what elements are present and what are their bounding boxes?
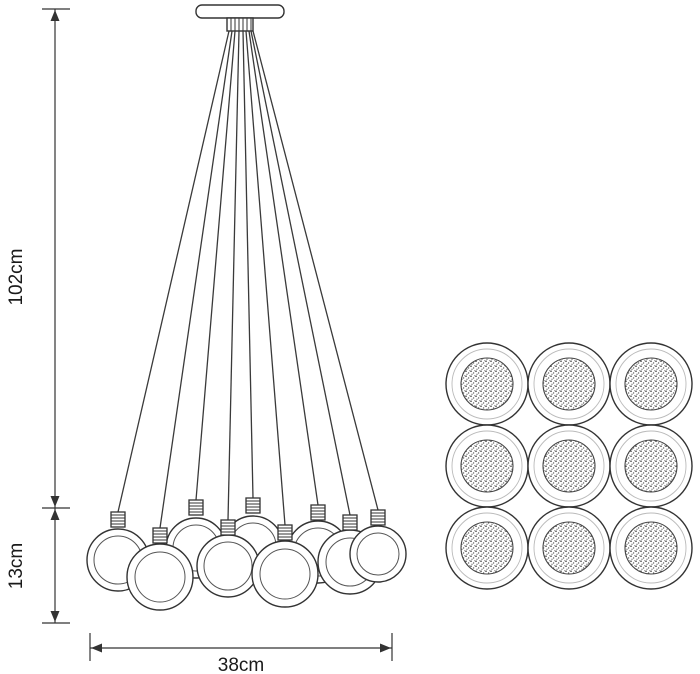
bulb-socket xyxy=(220,519,236,536)
bulb xyxy=(126,527,194,611)
cord xyxy=(227,30,240,521)
cluster-height-label: 13cm xyxy=(6,543,27,589)
top-view-bulb xyxy=(445,506,529,590)
bulb-socket xyxy=(245,497,261,514)
ceiling-mount xyxy=(195,4,285,32)
cord xyxy=(250,30,351,516)
cord xyxy=(242,30,254,499)
bulb-socket xyxy=(342,514,358,531)
top-view-grid xyxy=(445,342,693,590)
top-view-bulb xyxy=(609,424,693,508)
top-view-bulb xyxy=(445,342,529,426)
dim-arrowheads xyxy=(50,10,60,622)
width-dimension xyxy=(89,633,393,661)
cord xyxy=(159,30,233,529)
cord xyxy=(195,30,236,501)
cord xyxy=(248,30,319,506)
dim-arrowheads xyxy=(91,643,391,653)
top-view-bulb xyxy=(609,506,693,590)
cord-grip-lines xyxy=(230,18,252,31)
bulb xyxy=(349,509,407,583)
bulb-socket xyxy=(310,504,326,521)
height-label: 102cm xyxy=(6,248,27,305)
ceiling-plate xyxy=(195,4,285,19)
top-view-bulb xyxy=(527,506,611,590)
bulb-socket xyxy=(188,499,204,516)
top-view-bulb xyxy=(609,342,693,426)
bulb-socket xyxy=(370,509,386,526)
cord xyxy=(245,30,286,526)
bulb xyxy=(196,519,260,598)
top-view-bulb xyxy=(527,424,611,508)
bulb xyxy=(251,524,319,608)
top-view-bulb xyxy=(445,424,529,508)
height-dimension xyxy=(42,8,70,624)
cord xyxy=(117,30,230,513)
bulb-socket xyxy=(277,524,293,541)
top-view-bulb xyxy=(527,342,611,426)
suspension-cords xyxy=(117,30,379,529)
width-label: 38cm xyxy=(218,655,264,674)
cord xyxy=(252,30,379,511)
bulb-socket xyxy=(152,527,168,544)
bulb-socket xyxy=(110,511,126,528)
